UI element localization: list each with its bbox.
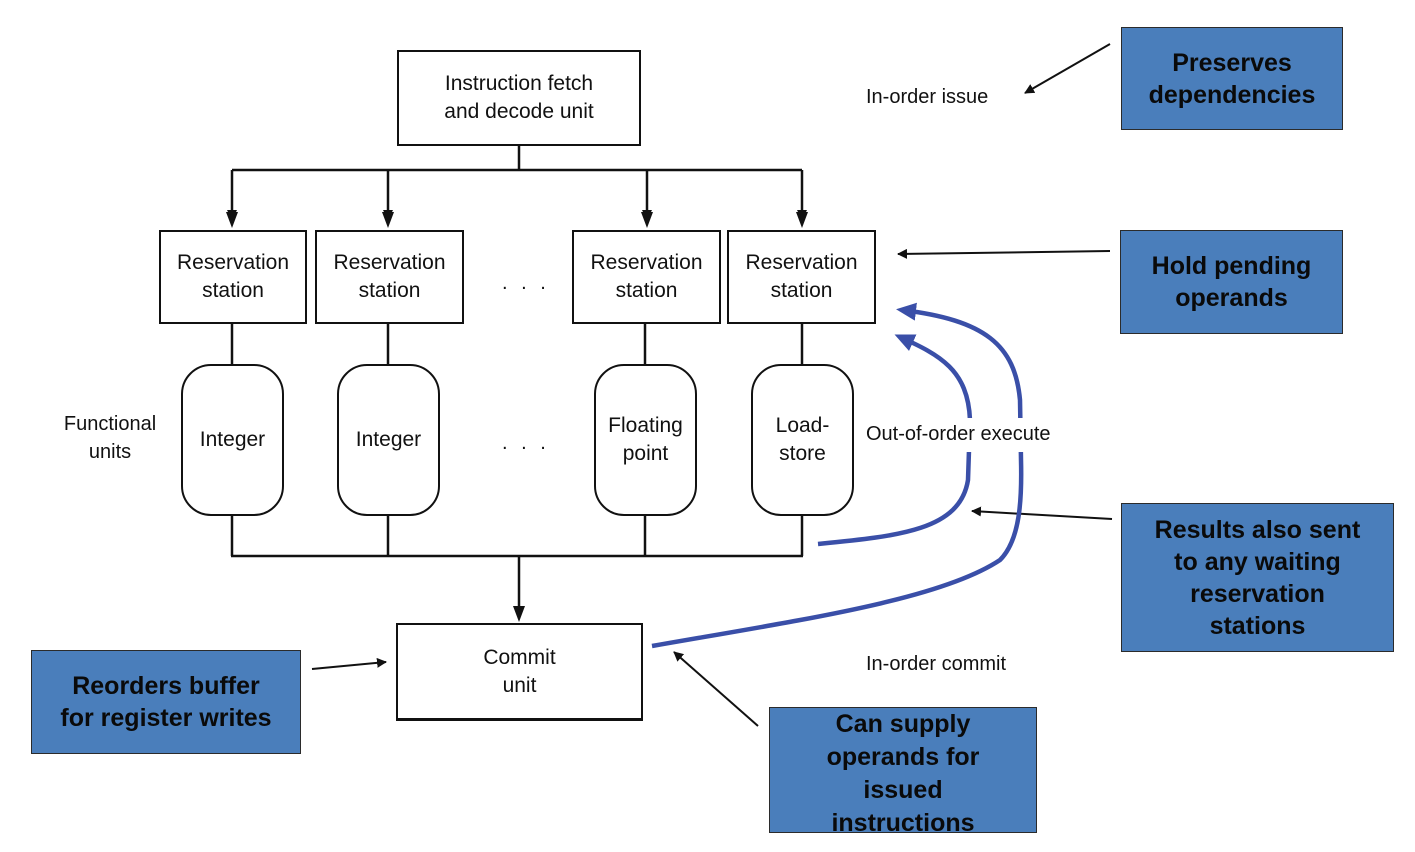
fu-label-line2: units xyxy=(88,441,132,463)
callout-preserves-dependencies: Preserves dependencies xyxy=(1121,27,1343,130)
callout-can-supply-operands: Can supply operands for issued instructi… xyxy=(769,707,1037,833)
fu-name: point xyxy=(622,442,669,465)
rs-label: Reservation xyxy=(745,251,858,274)
pointer-supply xyxy=(673,651,759,727)
fu-name: Integer xyxy=(199,428,266,451)
fetch-line2: and decode unit xyxy=(444,100,594,123)
commit-line2: unit xyxy=(502,673,537,697)
callout-text: stations xyxy=(1209,611,1306,640)
pointer-reorders xyxy=(311,657,387,670)
feedback-curve-commit xyxy=(651,302,1024,649)
fu-label-line1: Functional xyxy=(63,413,157,435)
feedback-curve-execute xyxy=(817,334,973,547)
reservation-station-3: Reservation station xyxy=(572,230,721,324)
pointer-results xyxy=(971,506,1113,520)
callout-reorders-buffer: Reorders buffer for register writes xyxy=(31,650,301,754)
rs-label: Reservation xyxy=(590,251,703,274)
commit-line1: Commit xyxy=(483,645,556,669)
rs-label: Reservation xyxy=(176,251,290,274)
reservation-station-1: Reservation station xyxy=(159,230,307,324)
callout-text: instructions xyxy=(831,809,975,833)
pointer-hold xyxy=(897,248,1111,259)
callout-text: Results also sent xyxy=(1154,515,1361,544)
callout-text: operands xyxy=(1175,284,1288,312)
fu-name: Floating xyxy=(608,414,683,437)
callout-text: Preserves xyxy=(1172,48,1292,77)
callout-text: operands for xyxy=(826,743,980,771)
rs-label: station xyxy=(358,279,421,302)
callout-text: Can supply xyxy=(835,710,971,738)
callout-text: issued xyxy=(863,776,943,804)
functional-unit-integer-1: Integer xyxy=(181,364,284,516)
fetch-line1: Instruction fetch xyxy=(444,72,594,95)
rs-label: Reservation xyxy=(333,251,446,274)
callout-text: Reorders buffer xyxy=(72,672,260,700)
callout-hold-pending-operands: Hold pending operands xyxy=(1120,230,1343,334)
callout-text: reservation xyxy=(1190,579,1325,608)
in-order-issue-label: In-order issue xyxy=(866,86,989,108)
callout-text: Hold pending xyxy=(1151,252,1312,280)
ellipsis-rs: . . . xyxy=(502,272,550,294)
functional-unit-integer-2: Integer xyxy=(337,364,440,516)
ellipsis-fu: . . . xyxy=(502,432,550,454)
rs-label: station xyxy=(770,279,833,302)
rs-label: station xyxy=(202,279,264,302)
out-of-order-execute-label: Out-of-order execute xyxy=(866,423,1051,445)
callout-text: to any waiting xyxy=(1174,547,1341,576)
rs-label: station xyxy=(615,279,678,302)
functional-units-label: Functional units xyxy=(50,410,170,466)
pointer-preserves xyxy=(1024,43,1111,94)
reservation-station-4: Reservation station xyxy=(727,230,876,324)
in-order-commit-label: In-order commit xyxy=(866,653,1007,675)
callout-text: dependencies xyxy=(1148,80,1316,109)
functional-unit-load-store: Load- store xyxy=(751,364,854,516)
instruction-fetch-decode-unit: Instruction fetch and decode unit xyxy=(397,50,641,146)
commit-unit: Commit unit xyxy=(396,623,643,721)
reservation-station-2: Reservation station xyxy=(315,230,464,324)
callout-results-also-sent: Results also sent to any waiting reserva… xyxy=(1121,503,1394,652)
callout-text: for register writes xyxy=(60,704,272,732)
fu-name: store xyxy=(779,442,826,465)
fu-name: Load- xyxy=(775,414,830,437)
functional-unit-floating-point: Floating point xyxy=(594,364,697,516)
fu-name: Integer xyxy=(355,428,422,451)
